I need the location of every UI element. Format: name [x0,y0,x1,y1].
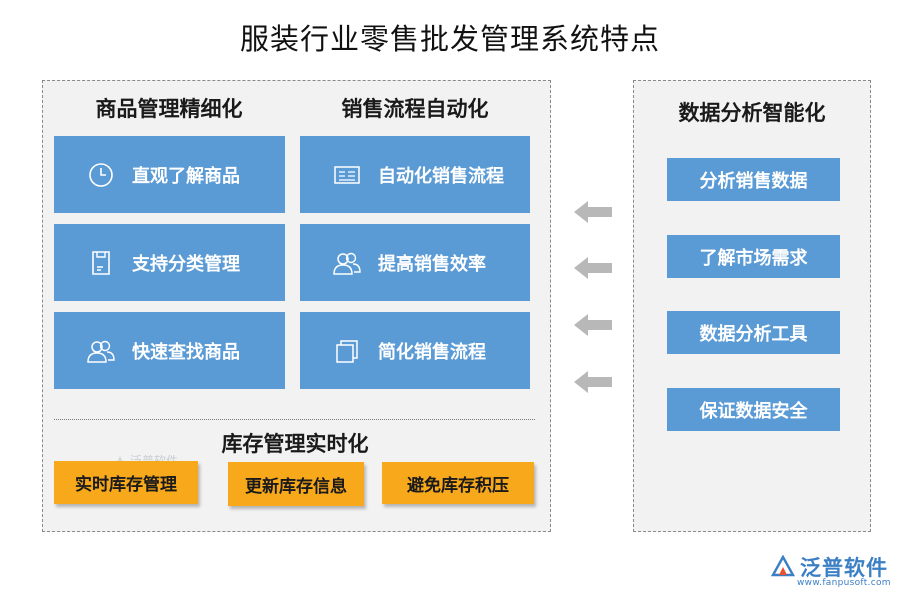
left-arrow-icon [574,371,612,393]
goods-item-label: 直观了解商品 [132,165,240,187]
sales-item-label: 提高销售效率 [378,253,486,275]
analysis-item-security: 保证数据安全 [667,388,840,431]
section-divider [54,419,535,420]
logo-icon [770,555,796,577]
document-icon [84,246,118,280]
sales-item-efficiency: 提高销售效率 [300,224,530,301]
logo-name: 泛普软件 [800,556,888,580]
users-icon [84,334,118,368]
sales-section-heading: 销售流程自动化 [341,96,489,121]
right-panel [633,80,871,532]
users-icon [330,246,364,280]
goods-item-search: 快速查找商品 [54,312,285,389]
analysis-item-market-demand: 了解市场需求 [667,235,840,278]
goods-section-heading: 商品管理精细化 [95,96,243,121]
goods-item-view: 直观了解商品 [54,136,285,213]
inventory-item-avoid-overstock: 避免库存积压 [382,462,534,504]
goods-item-category: 支持分类管理 [54,224,285,301]
inventory-section-heading: 库存管理实时化 [221,431,369,456]
diagram-title: 服装行业零售批发管理系统特点 [239,22,660,56]
register-icon [330,158,364,192]
inventory-item-update: 更新库存信息 [228,462,364,506]
goods-item-label: 支持分类管理 [132,253,240,275]
inventory-item-realtime: 实时库存管理 [54,461,198,504]
sales-item-simplify: 简化销售流程 [300,312,530,389]
sales-item-label: 简化销售流程 [378,341,486,363]
analysis-item-tools: 数据分析工具 [667,311,840,354]
logo-url: www.fanpusoft.com [797,578,891,588]
sales-item-label: 自动化销售流程 [378,165,504,187]
brand-logo: 泛普软件 [770,552,888,582]
left-arrow-icon [574,314,612,336]
analysis-item-sales-data: 分析销售数据 [667,158,840,201]
analysis-section-heading: 数据分析智能化 [678,100,826,125]
pages-icon [330,334,364,368]
clock-icon [84,158,118,192]
left-arrow-icon [574,201,612,223]
goods-item-label: 快速查找商品 [132,341,240,363]
sales-item-automate: 自动化销售流程 [300,136,530,213]
left-arrow-icon [574,257,612,279]
